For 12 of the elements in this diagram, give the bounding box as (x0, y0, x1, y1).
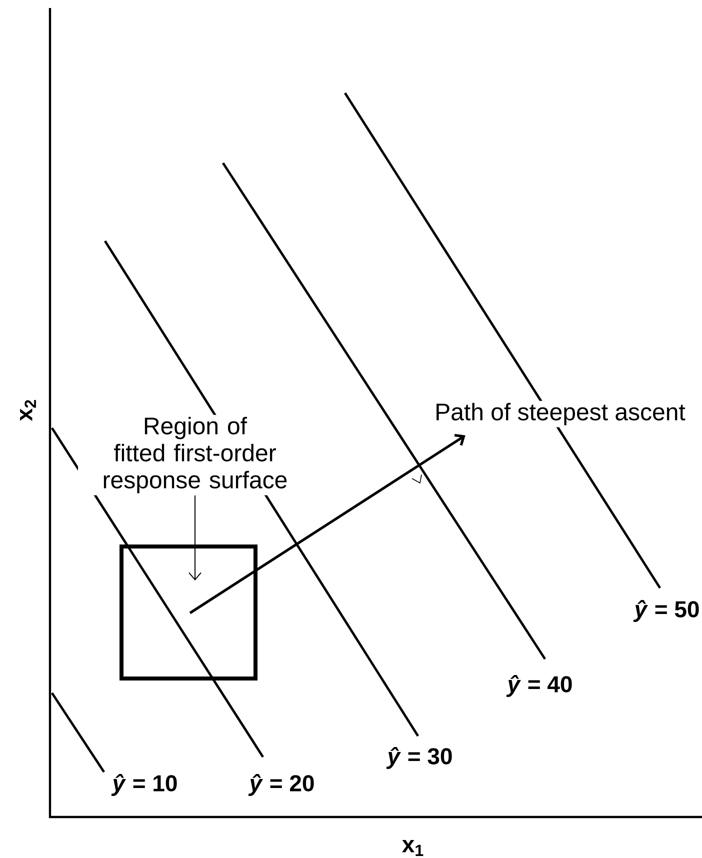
axis-label: x$_{1}$ (402, 840, 424, 856)
annotation-text: Region of fitted first-order response surface (78, 414, 312, 496)
contour-label: ŷ = 20 (248, 774, 314, 796)
arrow (189, 434, 466, 614)
region-square (120, 544, 258, 680)
contour-label: ŷ = 40 (506, 675, 572, 697)
contour-label: ŷ = 50 (633, 600, 699, 622)
contour-label: ŷ = 10 (111, 774, 177, 796)
annotation-text: Path of steepest ascent (432, 400, 688, 428)
contour-label: ŷ = 30 (386, 747, 452, 769)
leader-line (188, 494, 202, 580)
axis-label: x$_{2}$ (20, 400, 36, 421)
